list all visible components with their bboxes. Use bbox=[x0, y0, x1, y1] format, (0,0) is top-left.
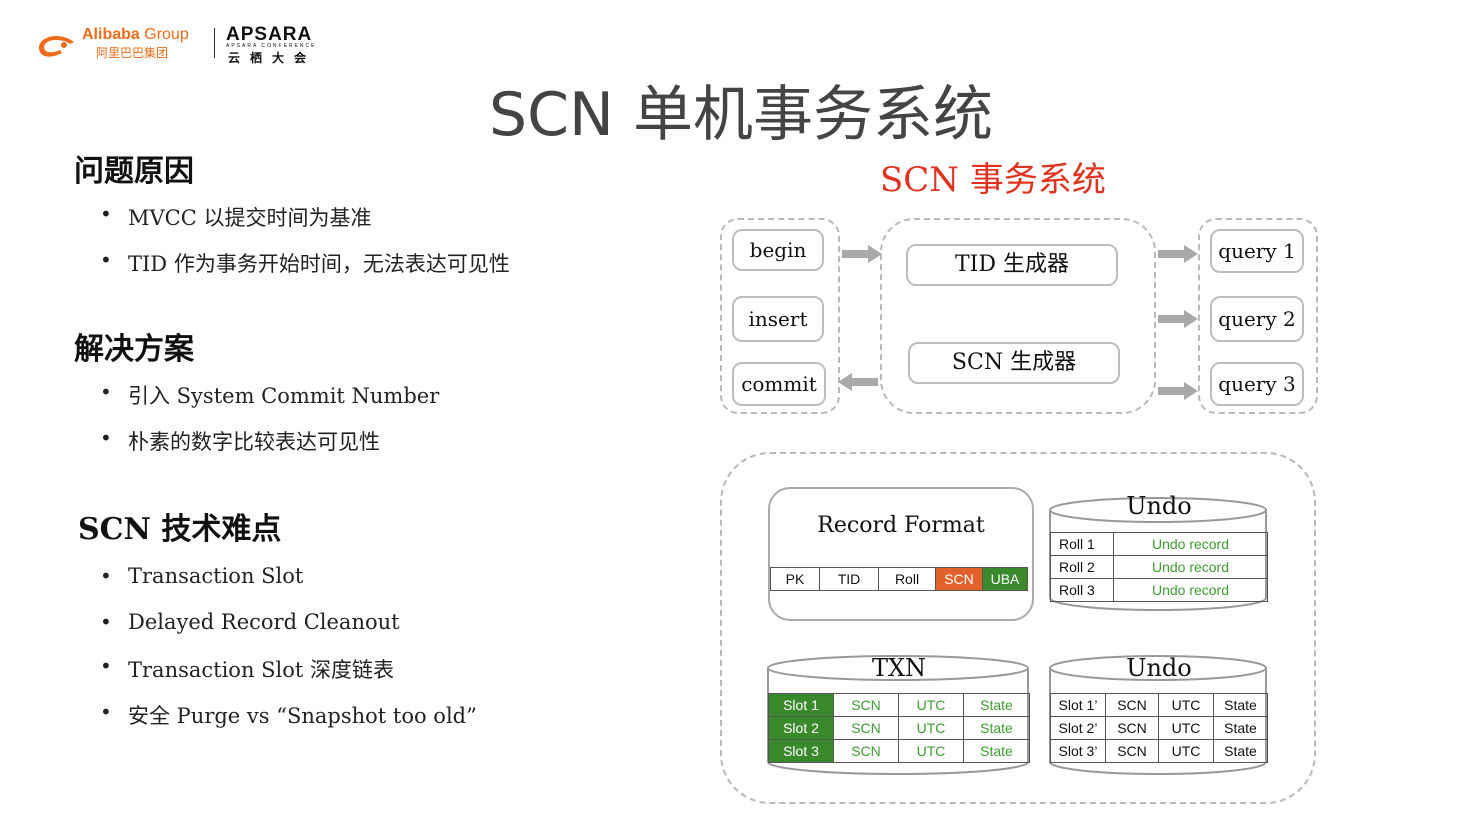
list-item: 引入 System Commit Number bbox=[100, 380, 439, 426]
record-format-title: Record Format bbox=[817, 513, 985, 538]
txn-utc-cell: UTC bbox=[898, 716, 964, 740]
txn-slot-cell: Slot 3 bbox=[768, 739, 834, 763]
list-item: 朴素的数字比较表达可见性 bbox=[100, 426, 439, 456]
page-title: SCN 单机事务系统 bbox=[489, 80, 993, 150]
arrow-right-icon bbox=[1158, 245, 1198, 263]
txn-slot-cell: Slot 1 bbox=[768, 693, 834, 717]
storage-group bbox=[720, 452, 1316, 804]
alibaba-group-text: Group bbox=[139, 26, 189, 43]
apsara-cn-text: 云栖大会 bbox=[228, 51, 317, 65]
arrow-right-icon bbox=[1158, 382, 1198, 400]
problem-list: MVCC 以提交时间为基准 TID 作为事务开始时间，无法表达可见性 bbox=[100, 202, 510, 278]
generator-group bbox=[880, 218, 1156, 414]
insert-op: insert bbox=[732, 296, 824, 342]
txn-scn-cell: SCN bbox=[833, 716, 899, 740]
apsara-logo: APSARA APSARA CONFERENCE 云栖大会 bbox=[226, 24, 336, 65]
txn-title-wrap: TXN bbox=[766, 652, 1032, 682]
diagram-title: SCN 事务系统 bbox=[880, 160, 1106, 200]
field-pk: PK bbox=[770, 567, 820, 591]
query-group bbox=[1198, 218, 1318, 414]
solution-list: 引入 System Commit Number 朴素的数字比较表达可见性 bbox=[100, 380, 439, 456]
begin-op: begin bbox=[732, 229, 824, 271]
txn-state-cell: State bbox=[963, 739, 1030, 763]
section-heading-difficulties: SCN 技术难点 bbox=[78, 512, 282, 547]
txn-slot-cell: Slot 2 bbox=[768, 716, 834, 740]
txn-scn-cell: SCN bbox=[833, 693, 899, 717]
arrow-right-icon bbox=[1158, 310, 1198, 328]
alibaba-cn-text: 阿里巴巴集团 bbox=[96, 46, 169, 60]
undo-roll-cell: Roll 2 bbox=[1050, 555, 1114, 579]
field-uba: UBA bbox=[982, 567, 1028, 591]
ops-group bbox=[720, 218, 840, 414]
query-2: query 2 bbox=[1210, 296, 1304, 342]
field-tid: TID bbox=[819, 567, 879, 591]
undo-slot-cell: Slot 3’ bbox=[1050, 739, 1106, 763]
undo-record-cell: Undo record bbox=[1113, 555, 1268, 579]
apsara-subtext: APSARA CONFERENCE bbox=[226, 43, 317, 49]
difficulties-list: Transaction Slot Delayed Record Cleanout… bbox=[100, 564, 477, 730]
undo-utc-cell: UTC bbox=[1158, 739, 1214, 763]
undo-bottom-title: Undo bbox=[1126, 654, 1192, 682]
alibaba-logo-icon bbox=[38, 36, 74, 57]
query-3: query 3 bbox=[1210, 362, 1304, 406]
field-scn: SCN bbox=[935, 567, 983, 591]
tid-generator: TID 生成器 bbox=[906, 244, 1118, 286]
section-heading-problem: 问题原因 bbox=[74, 154, 194, 189]
txn-state-cell: State bbox=[963, 693, 1030, 717]
query-1: query 1 bbox=[1210, 229, 1304, 273]
undo-scn-cell: SCN bbox=[1105, 739, 1159, 763]
undo-top-title-wrap: Undo bbox=[1048, 490, 1270, 520]
commit-op: commit bbox=[732, 362, 826, 406]
undo-bottom-title-wrap: Undo bbox=[1048, 652, 1270, 682]
txn-title: TXN bbox=[871, 654, 927, 682]
undo-record-cell: Undo record bbox=[1113, 578, 1268, 602]
field-roll: Roll bbox=[878, 567, 936, 591]
undo-slot-cell: Slot 2’ bbox=[1050, 716, 1106, 740]
txn-scn-cell: SCN bbox=[833, 739, 899, 763]
undo-state-cell: State bbox=[1213, 716, 1268, 740]
undo-record-cell: Undo record bbox=[1113, 532, 1268, 556]
undo-roll-cell: Roll 1 bbox=[1050, 532, 1114, 556]
arrow-left-icon bbox=[838, 373, 878, 391]
undo-bottom-table: Slot 1’ SCN UTC State Slot 2’ SCN UTC St… bbox=[1050, 693, 1268, 763]
scn-generator: SCN 生成器 bbox=[908, 342, 1120, 384]
undo-slot-cell: Slot 1’ bbox=[1050, 693, 1106, 717]
list-item: Delayed Record Cleanout bbox=[100, 610, 477, 654]
undo-scn-cell: SCN bbox=[1105, 716, 1159, 740]
alibaba-group-logo: Alibaba Group 阿里巴巴集团 bbox=[34, 26, 214, 66]
list-item: Transaction Slot 深度链表 bbox=[100, 654, 477, 700]
record-format-fields: PK TID Roll SCN UBA bbox=[770, 567, 1028, 591]
list-item: TID 作为事务开始时间，无法表达可见性 bbox=[100, 248, 510, 278]
undo-utc-cell: UTC bbox=[1158, 693, 1214, 717]
list-item: MVCC 以提交时间为基准 bbox=[100, 202, 510, 248]
undo-roll-cell: Roll 3 bbox=[1050, 578, 1114, 602]
record-format-box: Record Format bbox=[768, 487, 1034, 621]
undo-scn-cell: SCN bbox=[1105, 693, 1159, 717]
list-item: 安全 Purge vs “Snapshot too old” bbox=[100, 700, 477, 730]
txn-utc-cell: UTC bbox=[898, 739, 964, 763]
apsara-text: APSARA bbox=[226, 24, 313, 45]
txn-table: Slot 1 SCN UTC State Slot 2 SCN UTC Stat… bbox=[768, 693, 1030, 763]
txn-utc-cell: UTC bbox=[898, 693, 964, 717]
undo-top-title: Undo bbox=[1126, 492, 1192, 520]
undo-state-cell: State bbox=[1213, 693, 1268, 717]
txn-state-cell: State bbox=[963, 716, 1030, 740]
alibaba-brand: Alibaba bbox=[82, 26, 140, 43]
section-heading-solution: 解决方案 bbox=[74, 332, 194, 367]
undo-utc-cell: UTC bbox=[1158, 716, 1214, 740]
logo-divider bbox=[214, 28, 215, 58]
arrow-right-icon bbox=[842, 245, 882, 263]
undo-state-cell: State bbox=[1213, 739, 1268, 763]
list-item: Transaction Slot bbox=[100, 564, 477, 610]
